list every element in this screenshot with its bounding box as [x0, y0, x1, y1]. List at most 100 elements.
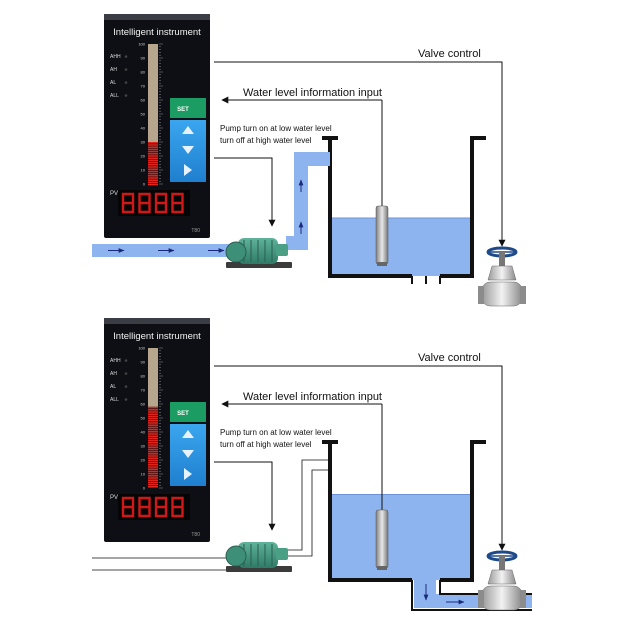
set-button-label: SET — [177, 411, 189, 417]
scale-tick-label: 30 — [141, 140, 146, 145]
instrument-top-bezel — [104, 14, 210, 20]
sensor-tip — [377, 566, 387, 570]
alarm-led — [124, 55, 128, 58]
pump-head — [225, 545, 247, 567]
tank-wall — [328, 136, 486, 278]
level-bar-segment — [148, 179, 158, 181]
level-bar-empty — [148, 44, 158, 142]
level-bar-segment — [148, 142, 158, 144]
riser-pipe-empty — [288, 459, 330, 557]
level-bar-segment — [148, 177, 158, 179]
scale-tick-label: 90 — [141, 56, 146, 61]
valve-flange-left — [478, 286, 484, 304]
scale-tick-label: 30 — [141, 444, 146, 449]
level-bar-segment — [148, 181, 158, 184]
level-bar-segment — [148, 464, 158, 466]
level-bar-segment — [148, 468, 158, 470]
valve-bonnet — [487, 265, 517, 281]
level-bar-segment — [148, 155, 158, 157]
level-bar-segment — [148, 164, 158, 166]
scale-tick-label: 70 — [141, 84, 146, 89]
valve-control-arrow — [214, 365, 506, 551]
scale-tick-label: 60 — [141, 98, 146, 103]
scale-tick-label: 90 — [141, 360, 146, 365]
scale-tick-label: 100 — [138, 346, 145, 351]
level-bar-segment — [148, 457, 158, 459]
alarm-label: AH — [110, 371, 117, 377]
alarm-label: AL — [110, 80, 116, 86]
gate-valve-icon — [478, 246, 526, 307]
tank-wall — [328, 440, 486, 582]
scale-tick-label: 40 — [141, 430, 146, 435]
pv-digit — [154, 496, 168, 518]
level-bar-segment — [148, 428, 158, 431]
pump-cover — [276, 244, 288, 256]
level-bar-segment — [148, 439, 158, 442]
set-button — [170, 402, 206, 422]
level-bar-segment — [148, 442, 158, 444]
tank — [322, 440, 486, 582]
pv-digit — [171, 496, 184, 518]
level-bar-segment — [148, 453, 158, 455]
level-bar-segment — [148, 479, 158, 481]
pump-note-line2: turn off at high water level — [220, 136, 312, 145]
level-bar-segment — [148, 431, 158, 433]
scale-tick-label: 60 — [141, 402, 146, 407]
level-bar-segment — [148, 150, 158, 153]
level-bar-segment — [148, 486, 158, 488]
level-bar-segment — [148, 424, 158, 426]
instrument-title: Intelligent instrument — [113, 331, 201, 342]
instrument-model: T80 — [191, 532, 200, 538]
pump-control-arrow — [214, 157, 276, 227]
scale-tick-label: 0 — [143, 486, 146, 491]
pv-digit — [138, 496, 151, 518]
scale-tick-label: 10 — [141, 472, 146, 477]
feed-pipe-water — [294, 152, 330, 166]
alarm-led — [124, 68, 128, 71]
level-bar-segment — [148, 148, 158, 151]
tank-water — [330, 494, 472, 580]
up-arrow-icon — [182, 430, 194, 438]
sensor-body — [375, 509, 389, 569]
alarm-led — [124, 372, 128, 375]
pv-digit — [121, 496, 135, 518]
gate-valve-icon — [478, 550, 526, 611]
alarm-led — [124, 94, 128, 97]
level-bar-segment — [148, 475, 158, 477]
pump-note-line1: Pump turn on at low water level — [220, 124, 332, 133]
pump-note-line1: Pump turn on at low water level — [220, 428, 332, 437]
level-bar-segment — [148, 461, 158, 464]
level-bar-segment — [148, 417, 158, 420]
level-sensor-icon — [375, 100, 389, 266]
riser-pipe-water — [294, 152, 308, 250]
level-bar-segment — [148, 166, 158, 168]
alarm-led — [124, 359, 128, 362]
scale-tick-label: 50 — [141, 416, 146, 421]
alarm-label: AH — [110, 67, 117, 73]
pv-label: PV — [110, 495, 118, 501]
scale-tick-label: 10 — [141, 168, 146, 173]
sensor-tip — [377, 262, 387, 266]
pv-digit — [154, 192, 168, 214]
level-bar-segment — [148, 481, 158, 484]
intelligent-instrument: Intelligent instrument100908070605040302… — [104, 14, 210, 238]
level-bar-segment — [148, 409, 158, 411]
level-bar-segment — [148, 406, 158, 409]
inlet-pipe-empty — [92, 557, 238, 571]
alarm-label: AHH — [110, 54, 121, 60]
level-bar-segment — [148, 146, 158, 148]
pv-digit — [121, 192, 135, 214]
level-bar-segment — [148, 183, 158, 186]
pv-digit — [138, 192, 151, 214]
scale-tick-label: 0 — [143, 182, 146, 187]
level-bar-segment — [148, 411, 158, 413]
alarm-led — [124, 81, 128, 84]
level-bar-segment — [148, 472, 158, 475]
level-bar-segment — [148, 157, 158, 159]
level-sensor-icon — [375, 404, 389, 570]
level-bar-segment — [148, 172, 158, 175]
pump-head — [225, 241, 247, 263]
level-bar-segment — [148, 168, 158, 170]
